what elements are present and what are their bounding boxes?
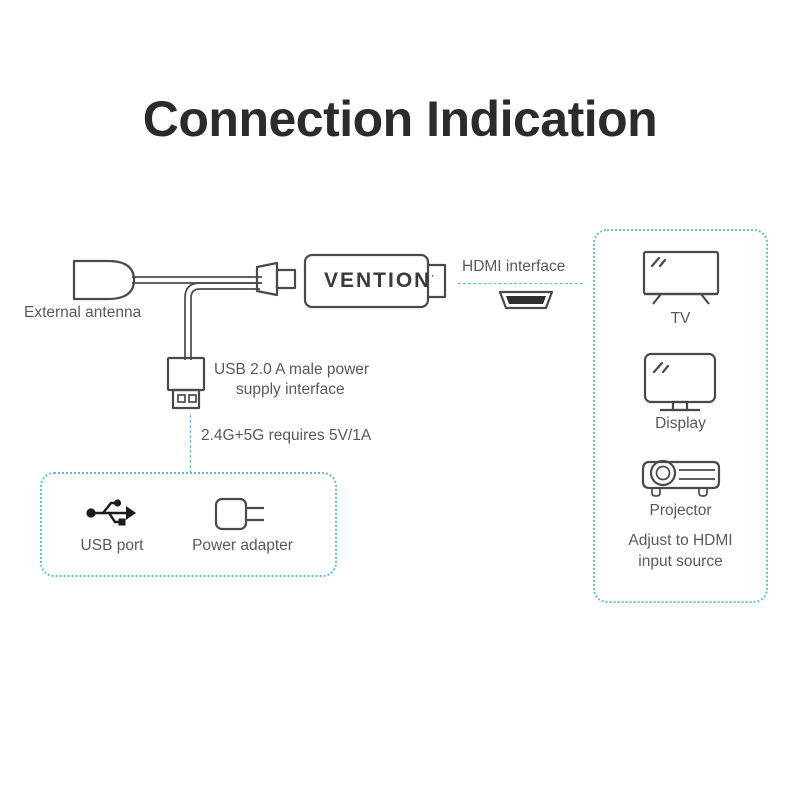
display-label-tv: TV <box>670 310 691 327</box>
external-antenna-label: External antenna <box>24 304 142 321</box>
projector-icon <box>639 452 727 500</box>
power-adapter-icon <box>214 495 272 533</box>
vention-trademark: · <box>431 271 437 281</box>
power-source-item-power-adapter[interactable]: Power adapter <box>185 495 300 565</box>
power-connector-line <box>190 415 191 473</box>
display-label-projector: Projector <box>649 502 712 519</box>
usb-interface-label-line2: supply interface <box>236 381 345 398</box>
display-label-monitor: Display <box>655 415 706 432</box>
hdmi-port-icon <box>497 289 555 311</box>
monitor-icon <box>638 352 726 414</box>
usb-trident-icon <box>84 495 140 531</box>
display-item-projector[interactable]: Projector <box>593 452 768 532</box>
hdmi-interface-label: HDMI interface <box>462 258 566 275</box>
vention-brand-text: VENTION <box>324 269 432 292</box>
hdmi-connector-line <box>458 283 583 284</box>
power-cable <box>160 272 270 362</box>
hdmi-dongle-icon <box>303 253 448 309</box>
hdmi-input-note-line1: Adjust to HDMI <box>628 532 733 549</box>
usb-a-plug-icon <box>158 355 218 413</box>
power-source-label-usb-port: USB port <box>80 537 144 554</box>
power-source-item-usb-port[interactable]: USB port <box>72 495 152 565</box>
power-requirement-note: 2.4G+5G requires 5V/1A <box>201 427 372 444</box>
tv-icon <box>635 250 727 306</box>
display-source-panel <box>593 229 768 603</box>
power-source-label-power-adapter: Power adapter <box>192 537 293 554</box>
display-item-monitor[interactable]: Display <box>593 352 768 437</box>
usb-interface-label-line1: USB 2.0 A male power <box>214 361 370 378</box>
antenna-icon <box>72 258 144 302</box>
vention-brand-label: VENTION· <box>324 269 436 293</box>
page-title: Connection Indication <box>142 91 658 147</box>
hdmi-input-note-line2: input source <box>638 553 723 570</box>
display-item-tv[interactable]: TV <box>593 250 768 330</box>
power-source-panel <box>40 472 337 577</box>
